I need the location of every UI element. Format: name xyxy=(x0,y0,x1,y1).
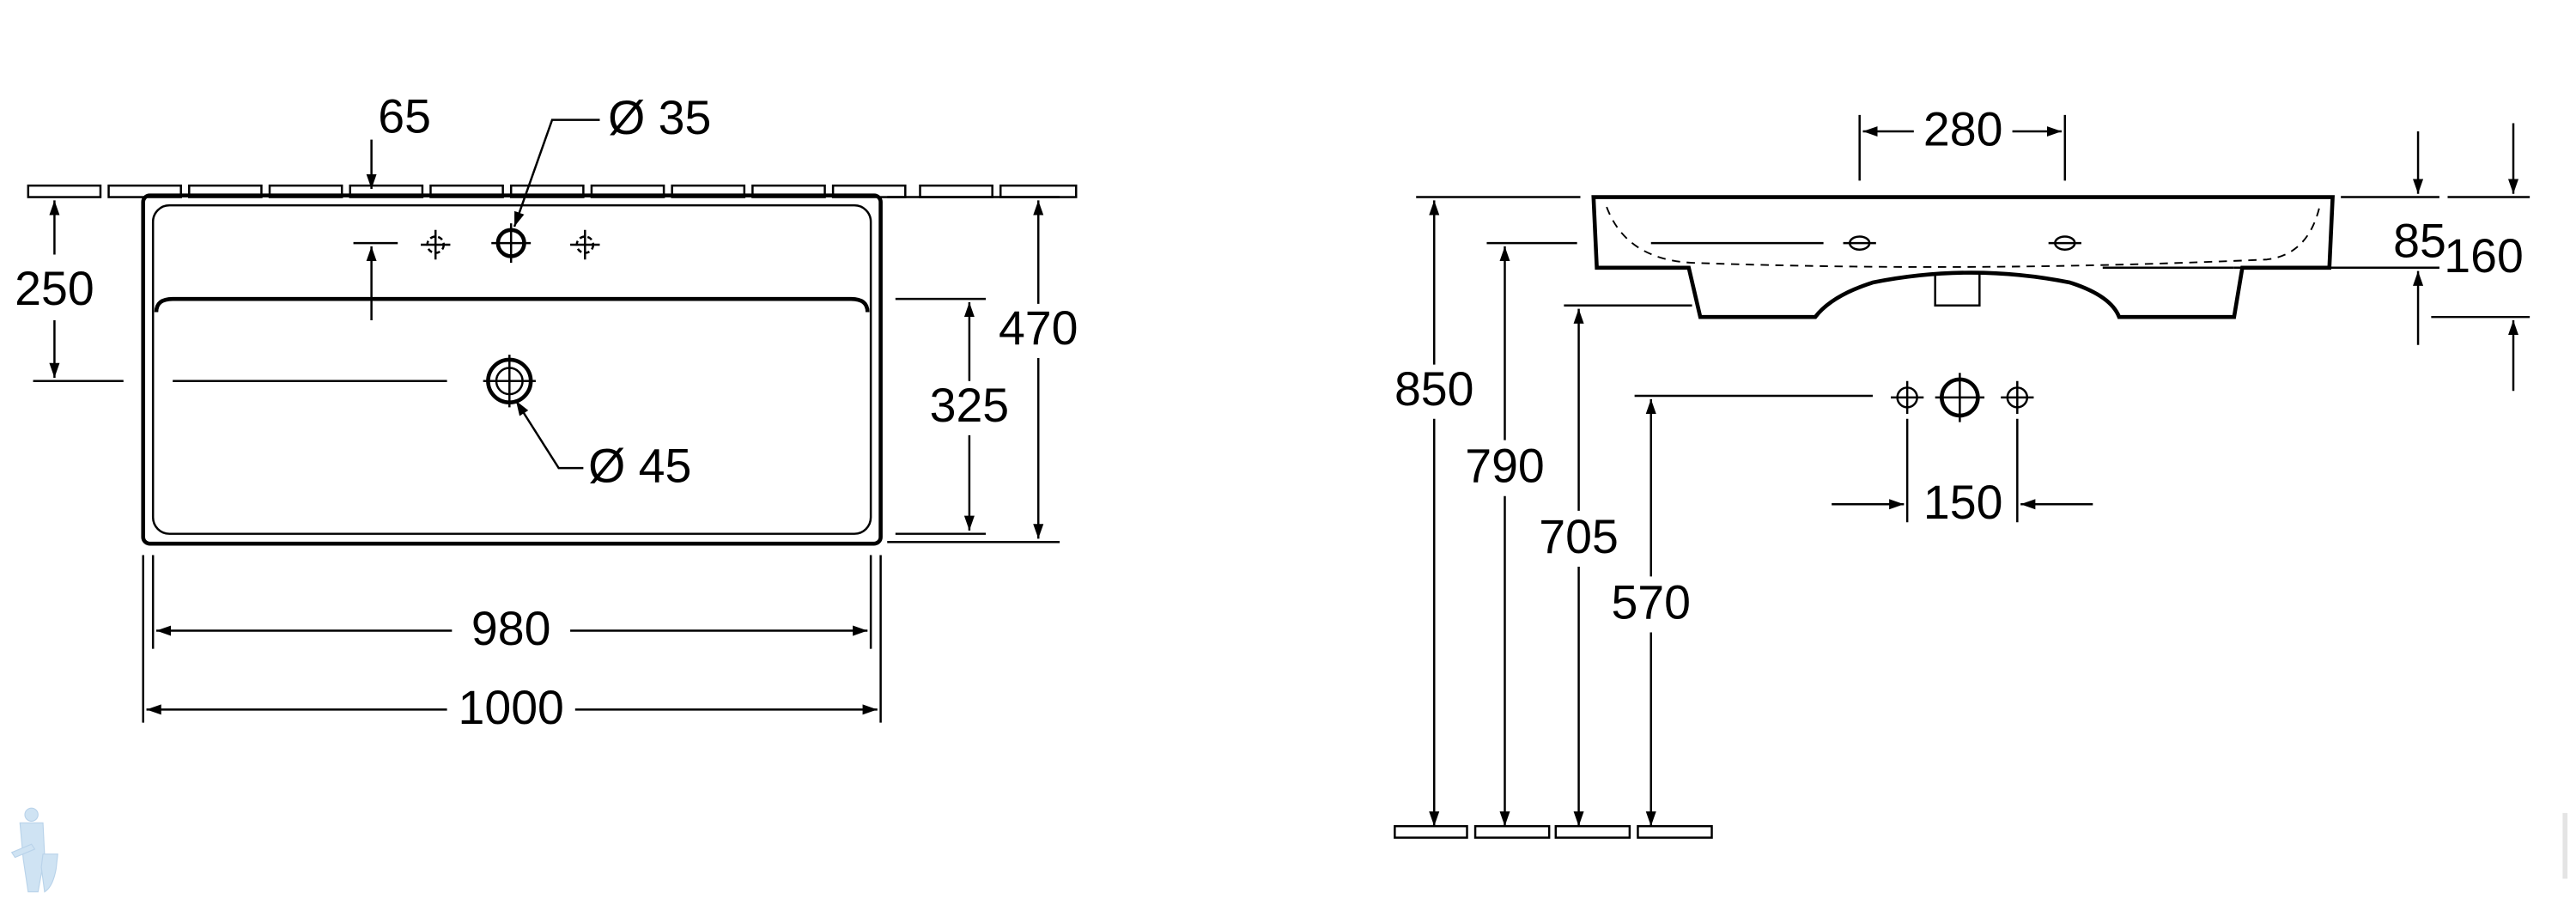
basin-outline xyxy=(141,193,883,546)
dim-total-depth: 470 xyxy=(999,301,1078,355)
basin-ridge xyxy=(154,296,870,313)
floor-tiles xyxy=(1394,824,1713,839)
dim-drain-diameter: Ø 45 xyxy=(588,440,691,493)
basin-inner xyxy=(151,203,872,535)
side-tap-right-icon xyxy=(570,229,600,260)
dim-rim-thickness: 85 xyxy=(2393,215,2446,268)
side-hole-right-icon xyxy=(2048,235,2081,252)
dim-tap-spacing: 150 xyxy=(1923,476,2003,529)
dim-height-570: 570 xyxy=(1611,576,1691,629)
dim-total-height: 160 xyxy=(2444,229,2524,282)
dim-total-width: 1000 xyxy=(459,681,564,734)
dim-tap-offset: 65 xyxy=(378,89,431,143)
tap-left-icon xyxy=(1891,380,1924,415)
dim-height-705: 705 xyxy=(1539,510,1619,563)
basin-profile xyxy=(1591,195,2335,319)
dim-hole-spacing: 280 xyxy=(1923,103,2003,156)
dim-mount-height: 850 xyxy=(1394,362,1474,416)
tap-right-icon xyxy=(2001,380,2034,415)
dim-drain-height: 250 xyxy=(15,262,94,315)
front-view: 65 Ø 35 Ø 45 250 470 325 980 1000 xyxy=(15,89,1078,734)
dim-height-790: 790 xyxy=(1465,440,1545,493)
dim-inner-depth: 325 xyxy=(930,379,1010,432)
tap-hole-icon xyxy=(491,223,532,264)
dim-tap-hole-diameter: Ø 35 xyxy=(608,91,711,144)
plumber-logo xyxy=(10,807,58,893)
tap-center-icon xyxy=(1935,373,1985,422)
drain-icon xyxy=(483,355,536,408)
side-tap-left-icon xyxy=(420,229,451,260)
watermark xyxy=(2562,812,2568,879)
dim-inner-width: 980 xyxy=(471,602,551,655)
side-hole-left-icon xyxy=(1843,235,1876,252)
side-view: 280 85 160 850 790 705 570 1 xyxy=(1394,103,2530,839)
